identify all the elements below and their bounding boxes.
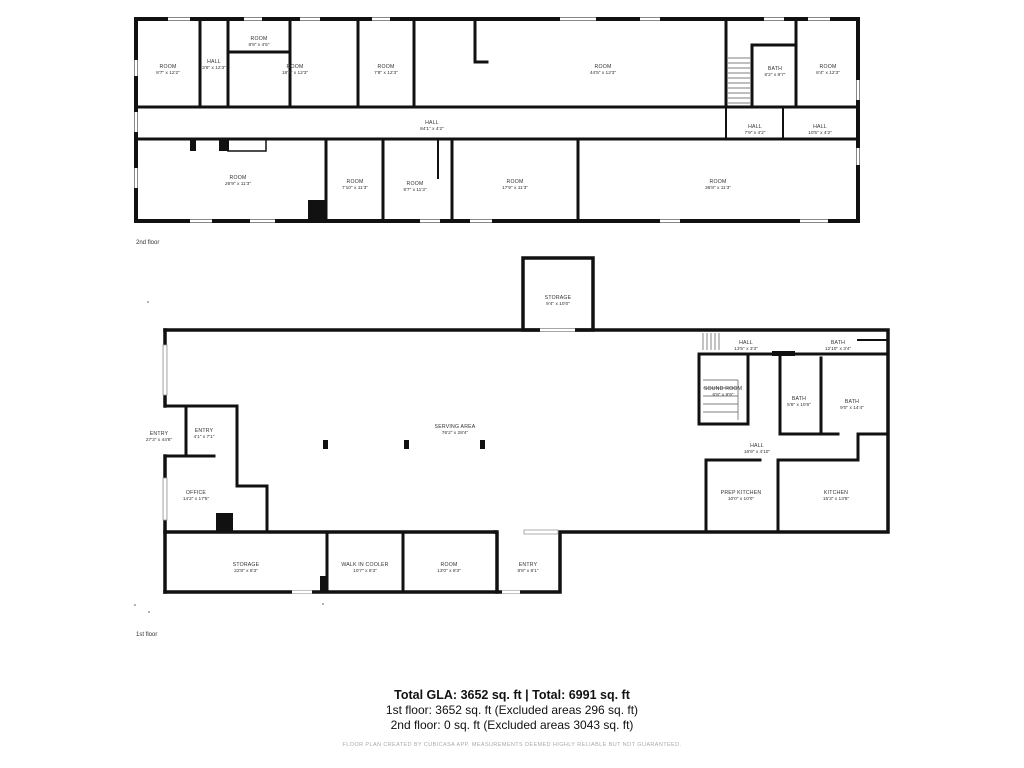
room-dimensions-label: 13'0" x 8'3": [437, 568, 461, 574]
room-name-label: HALL: [750, 443, 764, 449]
room-name-label: OFFICE: [186, 490, 207, 496]
room-dimensions-label: 26'9" x 11'3": [225, 181, 251, 187]
room-name-label: ENTRY: [150, 431, 169, 437]
room-name-label: ROOM: [595, 64, 612, 70]
room-name-label: BATH: [845, 399, 859, 405]
room-name-label: ROOM: [251, 36, 268, 42]
room-name-label: HALL: [425, 120, 439, 126]
marker-dot: [322, 603, 324, 605]
first-floor-openings-frames: [162, 344, 559, 535]
marker-dot: [147, 301, 149, 303]
second-floor-label: 2nd floor: [136, 240, 160, 246]
room-dimensions-label: 10'0" x 10'0": [728, 496, 755, 502]
room-name-label: BATH: [768, 66, 782, 72]
room-name-label: SOUND ROOM: [704, 386, 742, 392]
room-dimensions-label: 6'2" x 8'7": [765, 72, 786, 78]
room-dimensions-label: 10'5" x 4'2": [808, 130, 832, 136]
room-dimensions-label: 15'3" x 13'8": [823, 496, 850, 502]
room-name-label: ROOM: [710, 179, 727, 185]
room-name-label: ROOM: [378, 64, 395, 70]
room-dimensions-label: 14'2" x 17'5": [183, 496, 210, 502]
room-name-label: ROOM: [507, 179, 524, 185]
room-dimensions-label: 3'6" x 12'3": [202, 65, 226, 71]
room-dimensions-label: 8'9" x 4'5": [249, 42, 270, 48]
second-floor-openings: [134, 17, 860, 223]
first-floor-walls: [163, 256, 890, 594]
room-name-label: HALL: [813, 124, 827, 130]
room-dimensions-label: 8'4" x 12'3": [816, 70, 840, 76]
room-name-label: HALL: [207, 59, 221, 65]
room-name-label: STORAGE: [545, 295, 572, 301]
second-floor-fixtures: [190, 57, 750, 221]
marker-dot: [148, 611, 150, 613]
room-name-label: SERVING AREA: [435, 424, 476, 430]
room-name-label: BATH: [831, 340, 845, 346]
room-dimensions-label: 9'4" x 10'0": [546, 301, 570, 307]
first-floor-label: 1st floor: [136, 632, 158, 638]
room-dimensions-label: 17'9" x 11'3": [502, 185, 528, 191]
room-dimensions-label: 13'5" x 3'3": [734, 346, 758, 352]
room-dimensions-label: 9'7" x 11'3": [403, 187, 427, 193]
room-dimensions-label: 84'1" x 4'2": [420, 126, 444, 132]
room-name-label: ROOM: [160, 64, 177, 70]
room-dimensions-label: 7'8" x 12'3": [374, 70, 398, 76]
room-dimensions-label: 12'10" x 3'4": [825, 346, 852, 352]
room-dimensions-label: 36'8" x 11'3": [705, 185, 731, 191]
marker-dot: [134, 604, 136, 606]
room-name-label: WALK IN COOLER: [341, 562, 388, 568]
first-floor-summary: 1st floor: 3652 sq. ft (Excluded areas 2…: [385, 703, 639, 717]
room-name-label: BATH: [792, 396, 806, 402]
room-dimensions-label: 22'8" x 8'3": [234, 568, 258, 574]
room-dimensions-label: 16'9" x 4'10": [744, 449, 771, 455]
room-name-label: STORAGE: [233, 562, 260, 568]
room-dimensions-label: 7'10" x 11'3": [342, 185, 368, 191]
room-dimensions-label: 27'3" x 44'6": [146, 437, 173, 443]
room-dimensions-label: 44'5" x 12'3": [590, 70, 617, 76]
room-name-label: ENTRY: [519, 562, 538, 568]
first-floor-openings: [163, 328, 575, 594]
room-name-label: ROOM: [820, 64, 837, 70]
room-dimensions-label: 8'8" x 8'1": [518, 568, 539, 574]
room-dimensions-label: 7'9" x 4'2": [745, 130, 766, 136]
room-name-label: ENTRY: [195, 428, 214, 434]
room-dimensions-label: 8'7" x 12'2": [156, 70, 180, 76]
room-dimensions-label: 10'7" x 8'3": [353, 568, 377, 574]
room-name-label: PREP KITCHEN: [721, 490, 762, 496]
room-dimensions-label: 76'2" x 28'4": [442, 430, 469, 436]
second-floor-summary: 2nd floor: 0 sq. ft (Excluded areas 3043…: [390, 718, 634, 732]
room-name-label: ROOM: [347, 179, 364, 185]
first-floor-fixtures: [216, 333, 795, 592]
room-name-label: KITCHEN: [824, 490, 848, 496]
second-floor-walls: [134, 17, 860, 223]
room-name-label: HALL: [748, 124, 762, 130]
room-name-label: HALL: [739, 340, 753, 346]
room-dimensions-label: 18'3" x 12'3": [282, 70, 309, 76]
room-dimensions-label: 6'8" x 9'9": [713, 392, 734, 398]
total-area-summary: Total GLA: 3652 sq. ft | Total: 6991 sq.…: [394, 688, 630, 702]
disclaimer: FLOOR PLAN CREATED BY CUBICASA APP. MEAS…: [342, 742, 682, 748]
room-name-label: ROOM: [230, 175, 247, 181]
room-name-label: ROOM: [407, 181, 424, 187]
room-name-label: ROOM: [287, 64, 304, 70]
room-dimensions-label: 9'0" x 14'4": [840, 405, 864, 411]
room-dimensions-label: 5'6" x 10'6": [787, 402, 811, 408]
room-name-label: ROOM: [441, 562, 458, 568]
room-dimensions-label: 4'1" x 7'1": [194, 434, 215, 440]
